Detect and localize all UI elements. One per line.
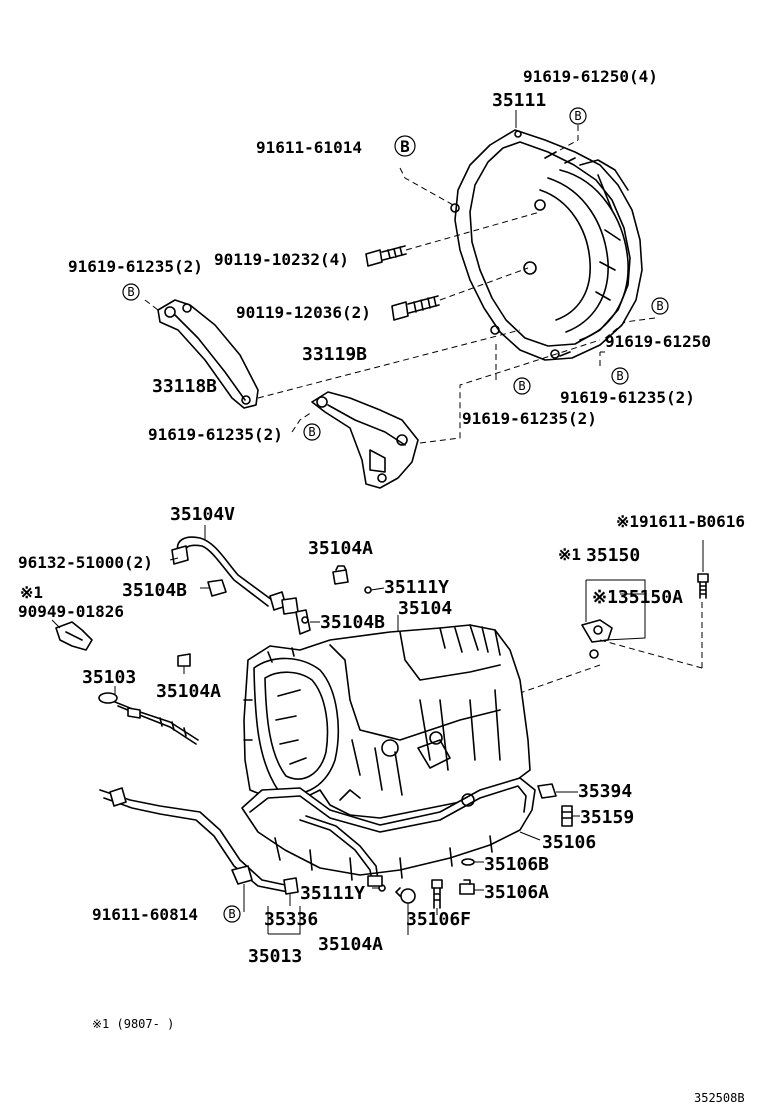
- oring-35111Y-top: [364, 586, 372, 594]
- grommet-35336: [283, 877, 299, 895]
- bolt-35106F: [431, 879, 443, 909]
- svg-text:B: B: [308, 425, 315, 439]
- filter-35394: [537, 783, 557, 799]
- oil-pan-35106: [241, 777, 536, 881]
- bolt-90119-10232: [365, 211, 541, 267]
- label-90119-12036-2: 90119-12036(2): [236, 303, 371, 322]
- svg-text:B: B: [400, 137, 410, 156]
- svg-text:B: B: [616, 369, 623, 383]
- label-91619-61235-2-d: 91619-61235(2): [560, 388, 695, 407]
- label-91619-61250-4: 91619-61250(4): [523, 67, 658, 86]
- label-91619-61250: 91619-61250: [605, 332, 711, 351]
- svg-text:B: B: [127, 285, 134, 299]
- svg-text:B: B: [228, 907, 235, 921]
- label-35013: 35013: [248, 946, 302, 967]
- label-35103: 35103: [82, 667, 136, 688]
- dashed-line-61250-4: [559, 125, 579, 151]
- converter-housing-35111: [450, 129, 643, 361]
- label-35106B: 35106B: [484, 854, 549, 875]
- b-marker-61235-c: B: [513, 377, 531, 395]
- b-marker-60814: B: [223, 905, 241, 923]
- label-91611-60814: 91611-60814: [92, 905, 198, 924]
- bolt-90119-12036: [391, 267, 529, 321]
- label-35394: 35394: [578, 781, 632, 802]
- dashed-line-sensor: [599, 639, 703, 669]
- label-35106: 35106: [542, 832, 596, 853]
- figure-number: 352508B: [694, 1091, 745, 1105]
- dashed-line-bracket-2: [419, 339, 601, 444]
- b-marker-61250: B: [651, 297, 669, 315]
- dashed-line-61250: [602, 317, 656, 341]
- bolt-91611-B0616: [697, 573, 709, 599]
- dipstick-35103: [98, 692, 199, 745]
- bolt-35106A: [459, 879, 475, 895]
- gasket-35106B: [461, 858, 475, 866]
- dashed-line-61014: [399, 167, 456, 207]
- plug-35104A-lower: [395, 887, 416, 904]
- svg-text:B: B: [656, 299, 663, 313]
- label-35104A-b: 35104A: [156, 681, 221, 702]
- label-33119B: 33119B: [302, 344, 367, 365]
- label-35159: 35159: [580, 807, 634, 828]
- b-marker-61235-a: B: [122, 283, 140, 301]
- bracket-35150: [585, 579, 646, 641]
- b-marker-61235-b: B: [303, 423, 321, 441]
- label-35106F: 35106F: [406, 909, 471, 930]
- label-35104B-b: 35104B: [320, 612, 385, 633]
- label-35111: 35111: [492, 90, 546, 111]
- label-35104V: 35104V: [170, 504, 235, 525]
- plug-35104A-middle: [177, 653, 191, 667]
- leader-96132: [169, 557, 179, 561]
- clip-90949-01826: [55, 621, 93, 651]
- label-x1-35150: ※1: [558, 545, 581, 564]
- sensor-35150A: [581, 619, 613, 659]
- b-marker-61014: B: [394, 135, 416, 157]
- breather-hose-35104V: [171, 536, 311, 635]
- label-35150: 35150: [586, 545, 640, 566]
- label-35104A-a: 35104A: [308, 538, 373, 559]
- label-x1-90949: ※1: [20, 583, 43, 602]
- magnet-35159: [561, 805, 573, 827]
- label-96132-51000-2: 96132-51000(2): [18, 553, 153, 572]
- svg-text:B: B: [574, 109, 581, 123]
- dashed-line-bracket-3: [291, 411, 313, 433]
- b-marker-61250-4: B: [569, 107, 587, 125]
- leader-35111Y-a: [370, 587, 385, 591]
- label-35150A: ※135150A: [592, 587, 683, 608]
- plug-35104A-top: [332, 565, 349, 585]
- bracket-33119B: [311, 391, 419, 489]
- label-35106A: 35106A: [484, 882, 549, 903]
- leader-90949: [51, 619, 61, 629]
- dashed-line-bracket-1: [257, 329, 521, 399]
- leader-35106: [519, 831, 541, 841]
- b-marker-61235-d: B: [611, 367, 629, 385]
- label-91611-B0616: ※191611-B0616: [616, 512, 745, 531]
- label-35111Y-a: 35111Y: [384, 577, 449, 598]
- label-33118B: 33118B: [152, 376, 217, 397]
- dashed-line-sensor-2: [499, 664, 601, 701]
- label-90949-01826: 90949-01826: [18, 602, 124, 621]
- svg-text:B: B: [518, 379, 525, 393]
- label-91619-61235-2-b: 91619-61235(2): [148, 425, 283, 444]
- dashed-line-bracket-4: [144, 299, 159, 311]
- label-35104: 35104: [398, 598, 452, 619]
- filler-tube-35013: [99, 787, 383, 893]
- label-35111Y-b: 35111Y: [300, 883, 365, 904]
- label-91619-61235-2-a: 91619-61235(2): [68, 257, 203, 276]
- label-90119-10232-4: 90119-10232(4): [214, 250, 349, 269]
- label-35104B-a: 35104B: [122, 580, 187, 601]
- footnote: ※1 (9807- ): [92, 1017, 174, 1031]
- label-91611-61014: 91611-61014: [256, 138, 362, 157]
- label-91619-61235-2-c: 91619-61235(2): [462, 409, 597, 428]
- label-35104A-c: 35104A: [318, 934, 383, 955]
- label-35336: 35336: [264, 909, 318, 930]
- leader-35013: [267, 894, 301, 935]
- bracket-33118B: [157, 299, 259, 409]
